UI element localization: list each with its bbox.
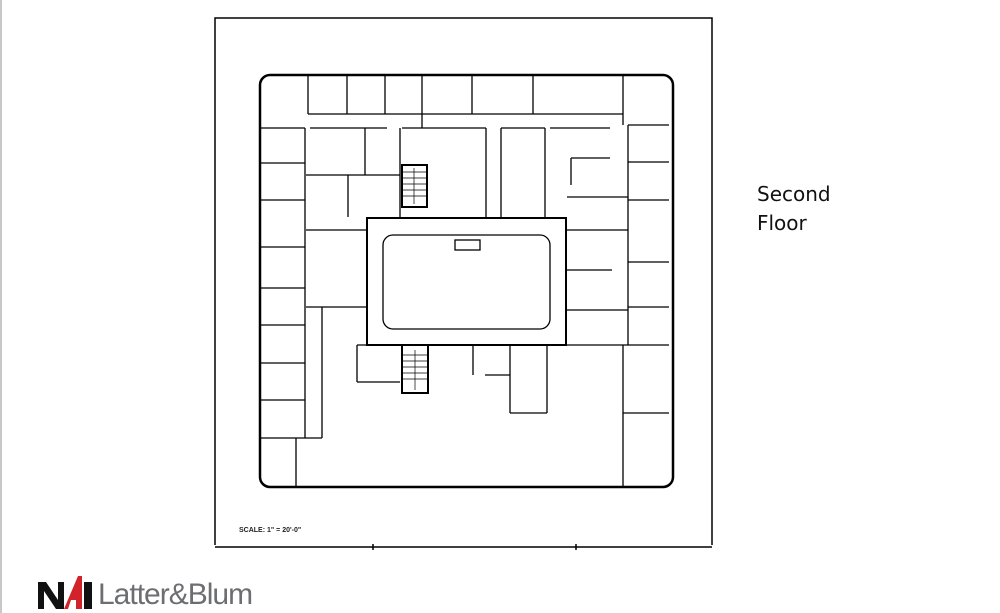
- floor-label: Second Floor: [757, 180, 831, 238]
- scale-note: SCALE: 1" = 20'-0": [239, 527, 302, 534]
- sheet-border: [214, 17, 713, 550]
- page-edge: [0, 0, 2, 613]
- nai-latter-blum-logo: Latter&Blum: [38, 572, 253, 611]
- interior-walls: [260, 75, 669, 487]
- floor-label-line1: Second: [757, 182, 831, 206]
- logo-company-name: Latter&Blum: [98, 578, 253, 611]
- building-outline: [258, 73, 675, 489]
- nai-logo-mark: [38, 576, 92, 609]
- floor-label-line2: Floor: [757, 211, 807, 235]
- stairs: [401, 164, 429, 394]
